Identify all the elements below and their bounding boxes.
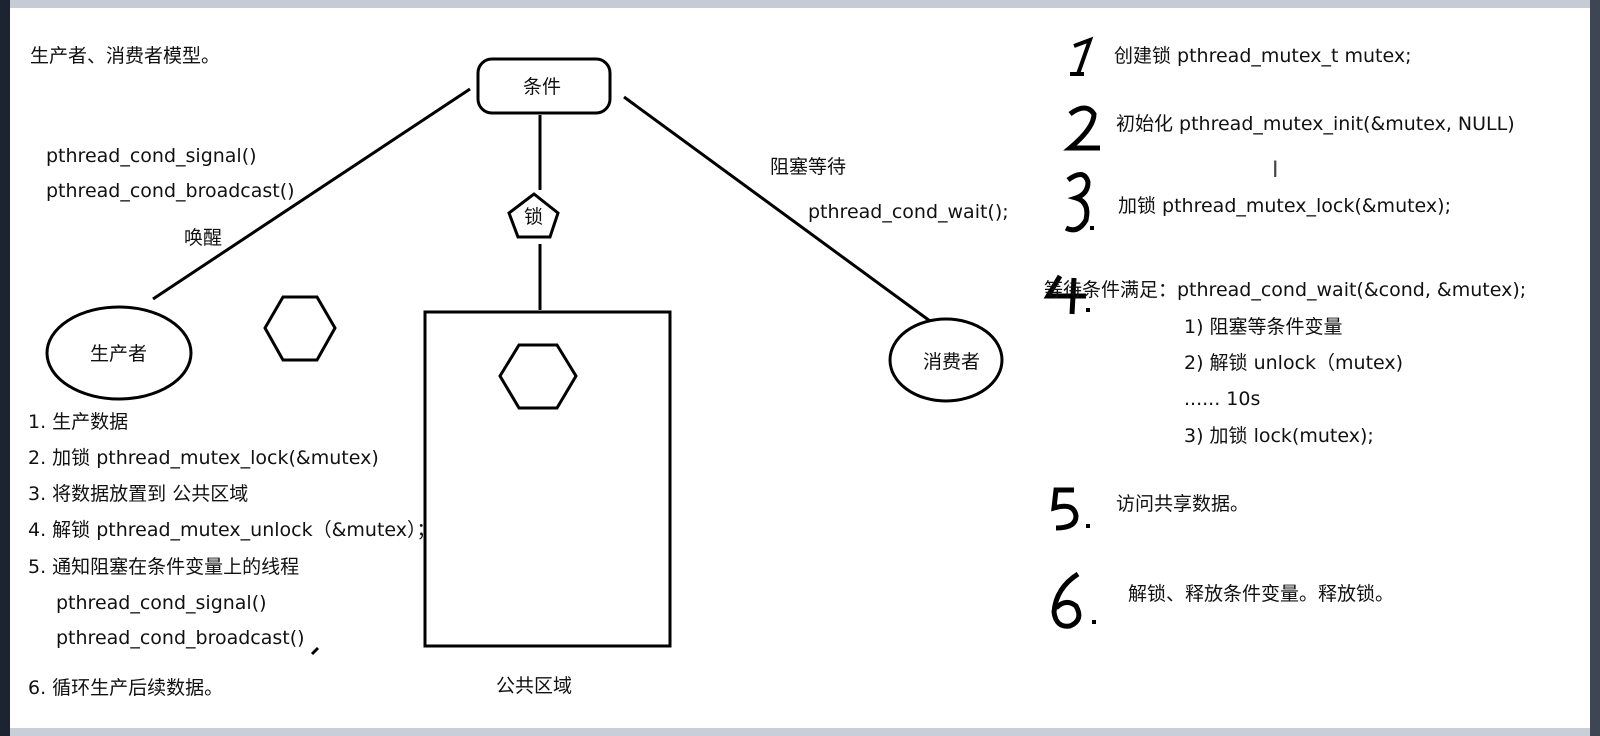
hand-num-4 <box>1043 274 1086 315</box>
producer-label: 生产者 <box>90 343 148 365</box>
hand-num-3 <box>1064 172 1091 233</box>
window-right-border <box>1590 0 1600 736</box>
consumer-label: 消费者 <box>923 351 981 373</box>
producer-step-2: 2. 加锁 pthread_mutex_lock(&mutex) <box>28 447 379 469</box>
producer-step-6: 6. 循环生产后续数据。 <box>28 677 224 699</box>
wake-func-signal: pthread_cond_signal() <box>46 145 257 167</box>
consumer-step-1: 创建锁 pthread_mutex_t mutex; <box>1114 45 1412 67</box>
producer-step-3: 3. 将数据放置到 公共区域 <box>28 483 249 505</box>
producer-ellipse <box>45 305 193 401</box>
consumer-step-6: 解锁、释放条件变量。释放锁。 <box>1128 583 1395 605</box>
hand-num-1 <box>1070 36 1094 76</box>
producer-step-5-signal: pthread_cond_signal() <box>56 592 267 614</box>
data-hexagon-in-area <box>498 343 578 410</box>
consumer-step-5: 访问共享数据。 <box>1116 493 1250 515</box>
hand-num-5 <box>1051 487 1079 531</box>
wake-label: 唤醒 <box>184 227 223 249</box>
block-label: 阻塞等待 <box>770 156 847 178</box>
condition-label: 条件 <box>523 76 562 98</box>
diagram-shapes <box>45 36 1100 656</box>
public-area-box <box>423 310 672 648</box>
diagram-title: 生产者、消费者模型。 <box>30 45 221 67</box>
condition-box <box>476 57 612 115</box>
hand-dot-6 <box>1092 620 1096 624</box>
lock-pentagon <box>507 192 560 239</box>
producer-step-5: 5. 通知阻塞在条件变量上的线程 <box>28 556 300 578</box>
consumer-step-2: 初始化 pthread_mutex_init(&mutex, NULL) <box>1116 113 1515 135</box>
hand-num-2 <box>1063 105 1100 151</box>
wait-line <box>623 95 931 323</box>
consumer-ellipse <box>888 317 1004 403</box>
consumer-step-4-sub-4: 3) 加锁 lock(mutex); <box>1184 425 1374 447</box>
wake-func-broadcast: pthread_cond_broadcast() <box>46 180 295 202</box>
hand-dot-3 <box>1090 226 1094 230</box>
hand-num-6 <box>1051 571 1082 629</box>
pen-mark <box>310 646 320 656</box>
consumer-step-4-sub-3: ...... 10s <box>1184 388 1261 410</box>
consumer-step-4-sub-1: 1) 阻塞等条件变量 <box>1184 316 1343 338</box>
text-cursor-icon: I <box>1272 158 1279 183</box>
public-area-label: 公共区域 <box>496 675 573 697</box>
hand-dot-5 <box>1086 524 1090 528</box>
data-hexagon-free <box>263 295 337 362</box>
lock-label: 锁 <box>524 206 544 228</box>
producer-step-4: 4. 解锁 pthread_mutex_unlock（&mutex）； <box>28 519 436 541</box>
wait-func: pthread_cond_wait(); <box>808 201 1009 223</box>
consumer-step-3: 加锁 pthread_mutex_lock(&mutex); <box>1118 195 1451 217</box>
window-left-border <box>0 0 10 736</box>
hand-dot-2 <box>1096 146 1100 150</box>
producer-step-1: 1. 生产数据 <box>28 411 129 433</box>
producer-step-5-broadcast: pthread_cond_broadcast() <box>56 627 305 649</box>
window-top-border <box>0 0 1600 8</box>
wake-line <box>152 87 471 301</box>
consumer-step-4: 等待条件满足：pthread_cond_wait(&cond, &mutex); <box>1044 279 1527 301</box>
hand-dot-4 <box>1086 308 1090 312</box>
whiteboard-canvas: 生产者、消费者模型。 条件 pthread_cond_signal() pthr… <box>10 8 1590 728</box>
consumer-step-4-sub-2: 2) 解锁 unlock（mutex) <box>1184 352 1404 374</box>
